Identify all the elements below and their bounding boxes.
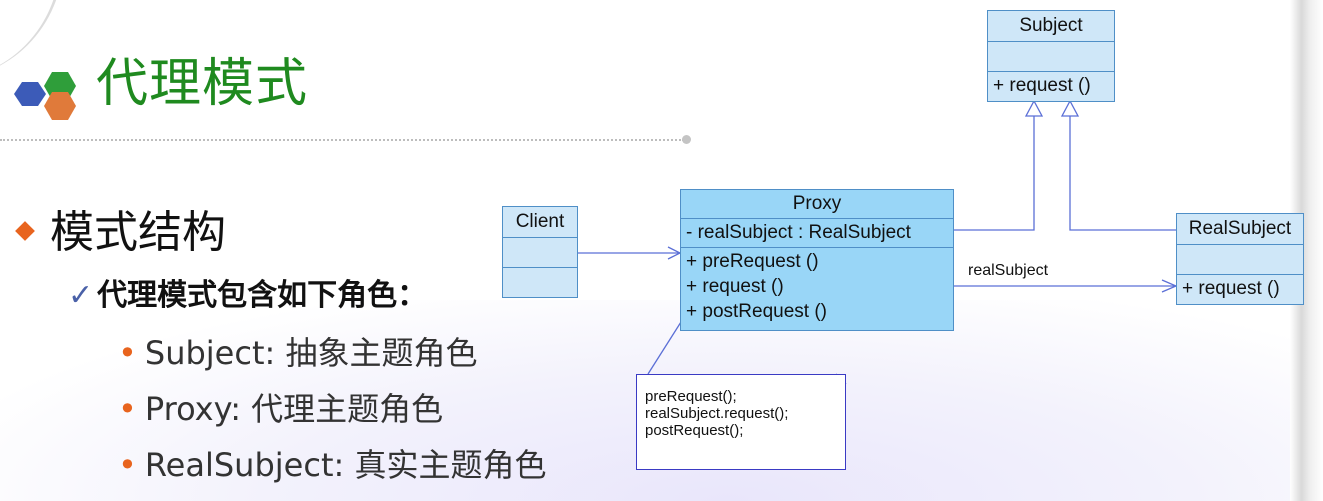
- attributes-compartment: [988, 41, 1114, 71]
- role-item: •RealSubject: 真实主题角色: [118, 440, 546, 486]
- proxy-generalization-line: [953, 116, 1035, 231]
- role-text: Proxy: 代理主题角色: [144, 390, 444, 428]
- role-text: Subject: 抽象主题角色: [144, 334, 478, 372]
- title-divider: [0, 139, 684, 141]
- role-text: RealSubject: 真实主题角色: [144, 446, 547, 484]
- class-name: Subject: [1019, 15, 1083, 36]
- uml-note: preRequest(); realSubject.request(); pos…: [636, 374, 846, 470]
- operations-compartment: + request (): [1177, 274, 1303, 304]
- slide-title: 代理模式: [96, 54, 309, 114]
- attribute: - realSubject : RealSubject: [686, 222, 911, 243]
- dot-bullet-icon: •: [118, 446, 137, 484]
- checkmark-icon: ✓: [68, 278, 94, 313]
- class-name: Proxy: [792, 193, 842, 214]
- realsubject-generalization-line: [1069, 116, 1176, 231]
- operations-compartment: + preRequest () + request () + postReque…: [681, 247, 953, 329]
- association-label: realSubject: [968, 262, 1049, 279]
- class-name: RealSubject: [1188, 218, 1292, 239]
- uml-class-realsubject: RealSubject + request (): [1176, 213, 1304, 305]
- divider-end-dot: [682, 135, 691, 144]
- role-item: •Subject: 抽象主题角色: [118, 328, 477, 374]
- role-item: •Proxy: 代理主题角色: [118, 384, 443, 430]
- generalization-arrowhead: [1060, 99, 1080, 117]
- uml-class-proxy: Proxy - realSubject : RealSubject + preR…: [680, 189, 954, 331]
- bullet-level1-text: 模式结构: [50, 207, 226, 258]
- hexagon-logo-icon: [14, 72, 76, 120]
- uml-class-subject: Subject + request (): [987, 10, 1115, 102]
- operation: + preRequest (): [686, 251, 819, 272]
- class-name: Client: [515, 211, 565, 232]
- attributes-compartment: [503, 237, 577, 267]
- operations-compartment: + request (): [988, 71, 1114, 101]
- bullet-level2: ✓代理模式包含如下角色：: [68, 270, 427, 314]
- operation: + request (): [993, 75, 1091, 96]
- operations-compartment: [503, 267, 577, 297]
- operation: + postRequest (): [686, 301, 827, 322]
- dot-bullet-icon: •: [118, 390, 137, 428]
- operation: + request (): [686, 276, 784, 297]
- attributes-compartment: [1177, 244, 1303, 274]
- generalization-arrowhead: [1024, 99, 1044, 117]
- attributes-compartment: - realSubject : RealSubject: [681, 218, 953, 247]
- uml-class-client: Client: [502, 206, 578, 298]
- operation: + request (): [1182, 278, 1280, 299]
- dot-bullet-icon: •: [118, 334, 137, 372]
- bullet-level2-text: 代理模式包含如下角色：: [97, 278, 428, 313]
- bullet-level1: 模式结构: [14, 196, 226, 260]
